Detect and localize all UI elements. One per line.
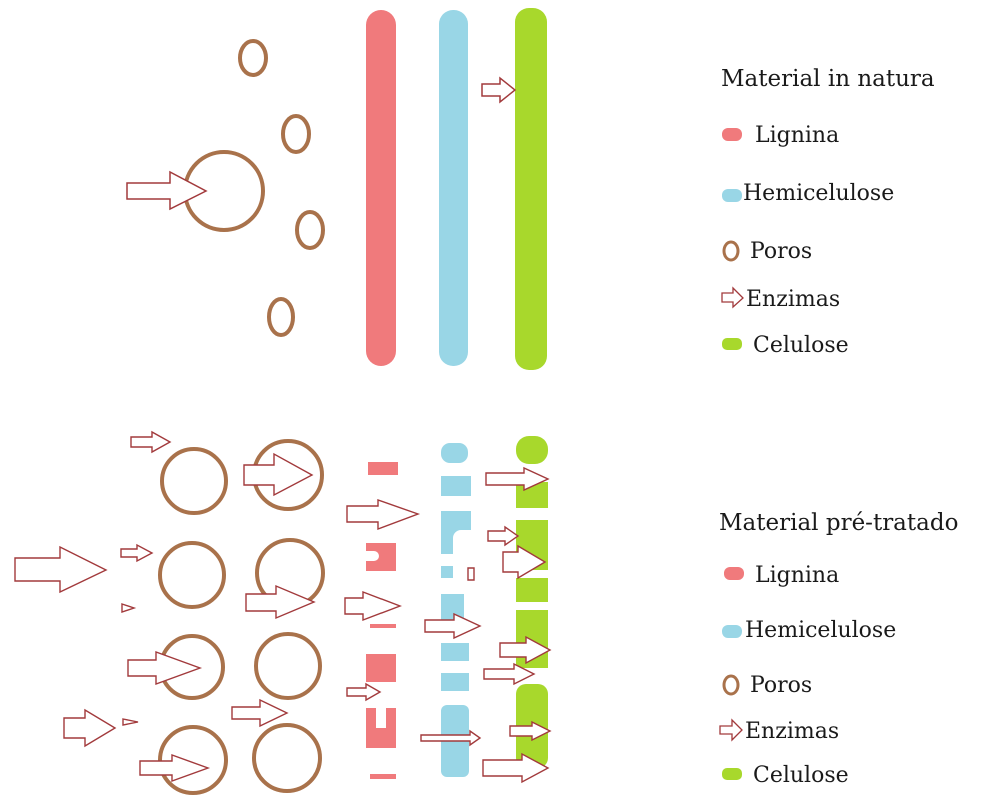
enzyme-arrow-icon (232, 700, 287, 726)
celulose-swatch-icon (722, 768, 742, 780)
celulose-swatch-icon (722, 338, 742, 350)
legend-item-label: Enzimas (745, 719, 839, 744)
hemicelulose-fragments (441, 443, 471, 777)
lignina-fragment (366, 654, 396, 682)
legend-title: Material pré-tratado (719, 510, 958, 536)
lignina-fragment (370, 774, 396, 779)
enzyme-arrow-icon (345, 592, 400, 620)
pore-ring-icon (240, 41, 266, 75)
legend-top: Material in natura Lignina Hemicelulose … (721, 66, 935, 358)
legend-item-label: Poros (750, 239, 812, 264)
hemicelulose-fragment (441, 511, 471, 554)
pore-ring-icon (256, 634, 320, 698)
celulose-fragment (516, 436, 548, 464)
legend-item-label: Poros (750, 673, 812, 698)
legend-item-label: Lignina (755, 123, 839, 148)
hemicelulose-fragment (441, 443, 468, 463)
bottom-pores (160, 441, 323, 793)
hemicelulose-fragment (441, 566, 453, 578)
enzyme-arrow-icon (64, 710, 115, 746)
enzyme-arrow-icon (244, 454, 312, 495)
legend-item-label: Enzimas (746, 287, 840, 312)
enzyme-arrow-icon (121, 545, 152, 561)
legend-item-label: Hemicelulose (743, 181, 894, 206)
legend-item-label: Celulose (753, 763, 849, 788)
lignina-fragment (368, 462, 398, 475)
enzyme-arrow-icon (482, 78, 515, 102)
top-panel (127, 8, 547, 370)
pore-ring-icon (283, 116, 309, 152)
legend-item-label: Lignina (755, 563, 839, 588)
hemicelulose-layer (439, 10, 468, 366)
hemicelulose-fragment (441, 673, 469, 691)
enzyme-arrow-icon (131, 432, 170, 452)
pore-ring-icon (162, 449, 226, 513)
lignina-fragment (366, 708, 396, 748)
enzyme-arrow-icon (123, 719, 138, 725)
enzyme-arrow-icon (468, 568, 474, 580)
lignina-swatch-icon (724, 567, 744, 580)
lignina-fragment (366, 543, 396, 571)
lignina-swatch-icon (722, 128, 742, 141)
pore-ring-icon (724, 676, 738, 694)
enzyme-arrow-icon (246, 586, 314, 618)
legend-item-label: Celulose (753, 333, 849, 358)
enzyme-arrow-icon (140, 755, 208, 781)
enzyme-arrow-icon (128, 652, 200, 684)
enzyme-arrow-icon (488, 527, 518, 545)
enzyme-arrow-icon (122, 604, 134, 612)
pore-ring-icon (297, 212, 323, 248)
enzyme-arrow-icon (347, 684, 380, 700)
lignina-layer (366, 10, 396, 366)
hemicelulose-swatch-icon (722, 189, 742, 202)
pore-ring-icon (160, 727, 226, 793)
legend-item-label: Hemicelulose (745, 618, 896, 643)
enzyme-arrow-icon (722, 288, 743, 307)
lignina-fragment (370, 624, 396, 628)
pore-ring-icon (269, 299, 293, 335)
pore-ring-icon (160, 543, 224, 607)
hemicelulose-swatch-icon (722, 625, 742, 638)
enzyme-arrow-icon (720, 720, 742, 740)
bottom-panel (15, 432, 550, 793)
pore-ring-icon (254, 725, 320, 791)
enzyme-arrow-icon (127, 172, 206, 209)
legend-bottom: Material pré-tratado Lignina Hemicelulos… (719, 510, 958, 788)
celulose-fragment (516, 578, 548, 602)
hemicelulose-fragment (441, 476, 471, 496)
hemicelulose-fragment (441, 643, 469, 661)
enzyme-arrow-icon (15, 547, 106, 592)
celulose-layer (515, 8, 547, 370)
legend-title: Material in natura (721, 66, 935, 92)
enzyme-arrow-icon (347, 500, 418, 529)
pore-ring-icon (724, 242, 738, 260)
top-pores (185, 41, 323, 335)
